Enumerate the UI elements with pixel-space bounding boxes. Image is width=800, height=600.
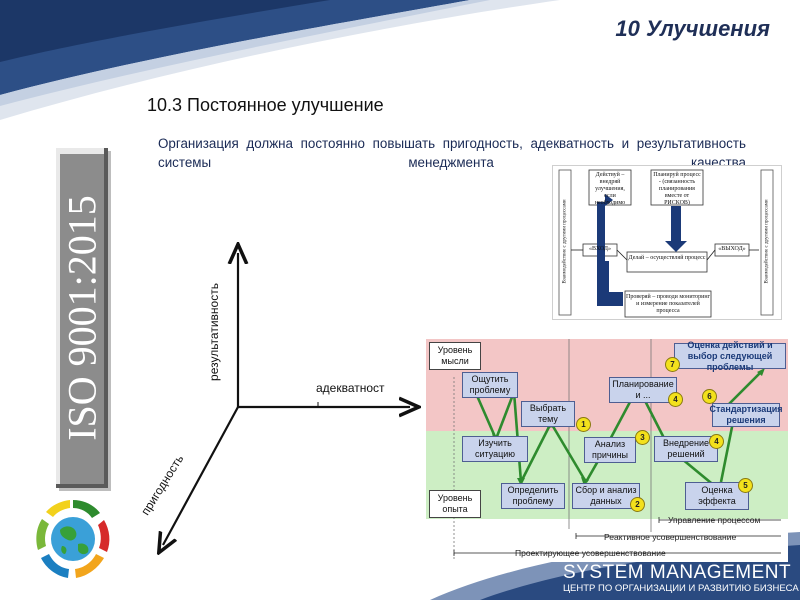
box-study-situation: Изучить ситуацию [462,436,528,462]
improvement-diagram: Уровень мысли Уровень опыта Ощутить проб… [426,337,788,562]
bar-reactive: Реактивное усовершенствование [604,532,737,542]
page-title: 10 Улучшения [615,16,770,41]
footer-brand: SYSTEM MANAGEMENT [563,562,792,583]
box-data-collection: Сбор и анализ данных [572,483,640,509]
pdca-act: Действуй – внедряй улучшения, если необх… [594,172,626,206]
pdca-output: «ВЫХОД» [718,246,746,252]
box-choose-topic: Выбрать тему [521,401,575,427]
step-number: 4 [709,434,724,449]
step-number: 5 [738,478,753,493]
axis-x-label: адекватност [316,381,385,395]
process-diagram: Действуй – внедряй улучшения, если необх… [552,165,782,320]
step-number: 6 [702,389,717,404]
level-thought: Уровень мысли [429,342,481,370]
section-subtitle: 10.3 Постоянное улучшение [147,95,384,115]
step-number: 1 [576,417,591,432]
pdca-input: «ВХОД» [588,246,611,252]
pdca-plan: Планируй процесс - (связанность планиров… [653,172,701,206]
pdca-side-right: Взаимодействие с другими процессами [764,199,770,284]
bar-process-control: Управление процессом [668,515,761,525]
iso-badge: ISO 9001:2015 [56,148,108,488]
pdca-do: Делай – осуществляй процесс [628,255,706,261]
pdca-side-left: Взаимодействие с другими процессами [562,199,568,284]
box-planning: Планирование и ... [609,377,677,403]
box-analysis: Анализ причины [584,437,636,463]
step-number: 7 [665,357,680,372]
step-number: 3 [635,430,650,445]
iso-badge-text: ISO 9001:2015 [59,195,105,441]
box-implement: Внедрение решений [654,436,718,462]
level-experience: Уровень опыта [429,490,481,518]
box-feel-problem: Ощутить проблему [462,372,518,398]
bar-proactive: Проектирующее усовершенствование [515,548,666,558]
pdca-check: Проверяй – проводи мониторинг и измерени… [626,294,711,314]
step-number: 4 [668,392,683,407]
box-define-problem: Определить проблему [501,483,565,509]
box-evaluate-actions: Оценка действий и выбор следующей пробле… [674,340,786,372]
axis-y-label: результативность [206,283,221,381]
step-number: 2 [630,497,645,512]
box-standardize: Стандартизация решения [709,403,783,427]
footer-tagline: ЦЕНТР ПО ОРГАНИЗАЦИИ И РАЗВИТИЮ БИЗНЕСА [563,583,799,594]
globe-logo [36,500,110,578]
